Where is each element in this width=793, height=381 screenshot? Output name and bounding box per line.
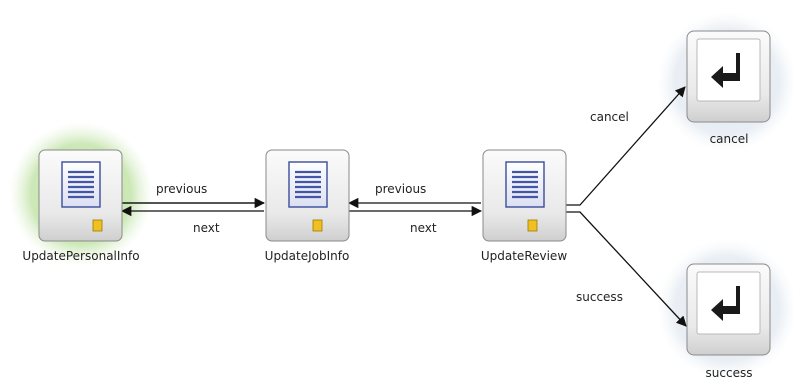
return-node-cancel[interactable] bbox=[686, 30, 771, 123]
return-node-success[interactable] bbox=[686, 263, 771, 356]
page-lines-icon bbox=[68, 170, 94, 199]
edge-label-next: next bbox=[410, 221, 437, 235]
page-lines-icon bbox=[512, 170, 538, 199]
node-label: UpdateJobInfo bbox=[265, 249, 350, 263]
view-node-update-review[interactable] bbox=[482, 149, 567, 242]
page-icon bbox=[288, 161, 328, 208]
page-icon bbox=[61, 161, 101, 208]
edge-line-review-cancel[interactable] bbox=[566, 86, 686, 206]
edge-label-previous: previous bbox=[156, 182, 207, 196]
edge-label-previous: previous bbox=[375, 182, 426, 196]
view-node-update-job-info[interactable] bbox=[265, 149, 350, 242]
page-lines-icon bbox=[295, 170, 321, 199]
edge-label-success: success bbox=[576, 290, 623, 304]
node-label: success bbox=[706, 366, 753, 380]
page-icon bbox=[505, 161, 545, 208]
edge-label-cancel: cancel bbox=[590, 110, 629, 124]
return-arrow-icon bbox=[711, 53, 740, 88]
edge-line-review-success[interactable] bbox=[566, 211, 687, 327]
view-node-update-personal-info[interactable] bbox=[38, 149, 123, 242]
connectors bbox=[120, 86, 687, 327]
node-label: UpdateReview bbox=[481, 249, 567, 263]
node-label: cancel bbox=[710, 132, 749, 146]
page-def-badge-icon bbox=[527, 219, 538, 232]
page-def-badge-icon bbox=[92, 219, 103, 232]
node-label: UpdatePersonalInfo bbox=[22, 249, 139, 263]
page-def-badge-icon bbox=[312, 219, 323, 232]
return-arrow-icon bbox=[711, 286, 740, 321]
edge-label-next: next bbox=[193, 221, 220, 235]
